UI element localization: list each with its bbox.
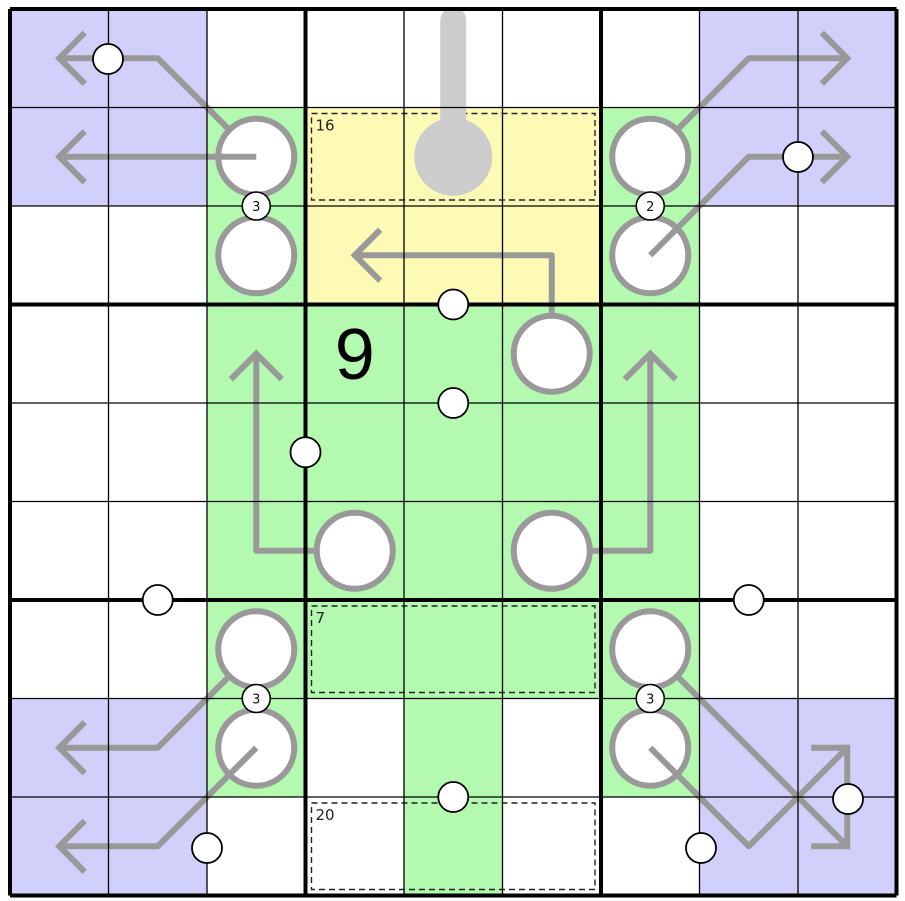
arrow-line [648,745,850,850]
arrow-circle [609,608,692,691]
numbered-dot [241,683,272,714]
line-end-dot [92,43,124,75]
cage-sum-label: 7 [316,609,326,627]
grid-cell[interactable] [108,403,208,502]
arrow-head [55,30,87,86]
grid-cell[interactable] [798,206,897,305]
grid-cell[interactable] [207,797,306,896]
arrow-circle [313,509,396,592]
grid-cell[interactable] [502,698,602,798]
arrow-line [59,647,259,751]
grid-cell[interactable] [305,304,405,404]
grid-cell[interactable] [404,501,503,601]
grid-cell[interactable] [305,403,405,502]
kropki-white-dot [141,584,174,616]
grid-cell[interactable] [601,797,700,896]
arrow-circle [215,608,298,691]
cage-sum-label: 16 [316,117,335,135]
arrow-line [648,55,848,159]
grid-cell[interactable] [305,797,405,896]
kropki-white-dot [437,288,470,321]
grid-cell[interactable] [404,698,503,798]
givens-layer: 9 [335,315,375,395]
grid-cell[interactable] [305,600,405,699]
arrow-head [55,720,87,776]
line-end-dot [782,141,814,173]
killer-cage [310,605,596,694]
arrow-circle [609,115,692,198]
numbered-dot-label: 3 [252,693,260,708]
grid-cell[interactable] [108,501,208,601]
grid-cell[interactable] [108,600,208,699]
line-end-dot [685,832,717,864]
arrow-layer [55,7,852,874]
arrow-head [55,129,87,185]
grid-cell[interactable] [10,403,109,502]
grid-cell[interactable] [502,107,602,207]
grid-cell[interactable] [798,501,897,601]
grid-cell[interactable] [699,403,799,502]
numbered-dot-label: 2 [646,200,654,215]
grid-cell[interactable] [404,797,503,896]
grid-cell[interactable] [502,797,602,896]
grid-cell[interactable] [699,304,799,404]
kropki-white-dot [732,584,765,616]
numbered-dot-label: 3 [252,200,260,215]
numbered-dot [635,191,666,221]
line-end-dot [191,832,223,864]
arrow-head [819,129,852,185]
cage-sum-label: 20 [316,806,335,824]
grid-cell[interactable] [305,107,405,207]
grid-cell[interactable] [502,403,602,502]
arrow-head [350,227,383,283]
grid-cell[interactable] [404,600,503,699]
grid-cell[interactable] [798,403,897,502]
arrow-head [811,744,851,784]
grid-cell[interactable] [10,600,109,699]
arrow-head [622,349,678,382]
grid-cell[interactable] [305,698,405,798]
arrow-head [819,30,852,86]
arrow-head [811,810,851,850]
grid-cell[interactable] [502,9,602,108]
grid-cell[interactable] [207,9,306,108]
dot-layer: 3 2 3 3 [92,43,864,864]
arrow-line [59,745,259,850]
grid-cell[interactable] [108,206,208,305]
grid-cell[interactable] [10,206,109,305]
grid-cell[interactable] [10,304,109,404]
grid-cell[interactable] [404,403,503,502]
grid-cell[interactable] [699,600,799,699]
kropki-white-dot [437,781,470,813]
arrow-circle [510,509,593,592]
kropki-white-dot [437,387,470,419]
grid-cell[interactable] [10,501,109,601]
kropki-white-dot [289,436,322,469]
numbered-dot [635,683,666,714]
grid-cell[interactable] [699,206,799,305]
arrow-circle [215,214,298,297]
numbered-dot-label: 3 [646,693,654,708]
thermometer-bulb [414,117,493,196]
arrow-line [59,55,259,159]
given-digit: 9 [335,315,375,395]
arrow-circle [510,312,593,395]
numbered-dot [241,191,272,221]
grid-cell[interactable] [305,9,405,108]
grid-cell[interactable] [601,9,700,108]
grid-cell[interactable] [798,600,897,699]
arrow-head [55,818,87,874]
arrow-line [648,153,848,258]
arrow-line [648,647,850,849]
arrow-head [228,349,284,382]
grid-cell[interactable] [108,304,208,404]
grid-cell[interactable] [798,304,897,404]
grid-cell[interactable] [502,600,602,699]
grid-cell[interactable] [699,501,799,601]
grid-cell[interactable] [404,304,503,404]
line-end-dot [832,783,864,815]
